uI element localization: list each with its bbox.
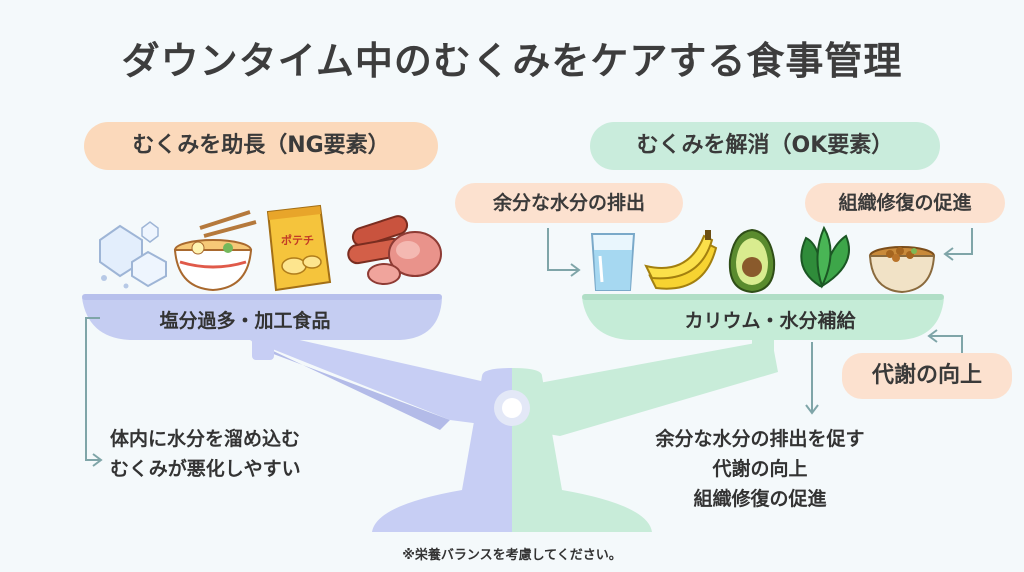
tag-metabolism: 代謝の向上 (842, 353, 1012, 399)
ok-description: 余分な水分の排出を促す 代謝の向上 組織修復の促進 (610, 424, 910, 514)
banana-icon (644, 230, 718, 290)
scale-beam-right (512, 340, 778, 436)
natto-bowl-icon (868, 246, 936, 294)
ng-pan-label: 塩分過多・加工食品 (159, 310, 331, 332)
arrow-excrete (547, 228, 581, 277)
chips-bag-text: ポテチ (281, 233, 314, 247)
salt-crystal-icon (99, 221, 167, 289)
ng-pan (82, 298, 442, 340)
tag-water-excretion: 余分な水分の排出 (455, 183, 683, 223)
ok-pan (582, 298, 944, 340)
scale-beam-left (250, 336, 512, 428)
ramen-bowl-icon (173, 210, 257, 292)
page-title: ダウンタイム中のむくみをケアする食事管理 (121, 39, 903, 83)
arrow-ok-desc (805, 342, 819, 415)
sausage-ham-icon (347, 215, 442, 285)
ok-header: むくみを解消（OK要素） (590, 122, 940, 170)
arrow-repair (943, 228, 973, 261)
ok-desc-line: 組織修復の促進 (693, 488, 827, 510)
arrow-ng-desc (85, 317, 103, 467)
potato-chips-bag-icon: ポテチ (266, 204, 332, 292)
arrow-metabolism (927, 329, 963, 353)
ng-description: 体内に水分を溜め込む むくみが悪化しやすい (110, 424, 400, 484)
ok-desc-line: 余分な水分の排出を促す (655, 428, 865, 450)
water-glass-icon (590, 233, 636, 291)
ng-desc-line: 体内に水分を溜め込む (110, 428, 301, 450)
ok-pan-label: カリウム・水分補給 (684, 310, 856, 332)
ng-desc-line: むくみが悪化しやすい (110, 458, 301, 480)
avocado-icon (728, 228, 776, 294)
tag-tissue-repair: 組織修復の促進 (805, 183, 1005, 223)
footnote: ※栄養バランスを考慮してください。 (402, 548, 622, 563)
ok-desc-line: 代謝の向上 (712, 458, 808, 480)
spinach-icon (800, 225, 850, 289)
ng-header: むくみを助長（NG要素） (84, 122, 438, 170)
